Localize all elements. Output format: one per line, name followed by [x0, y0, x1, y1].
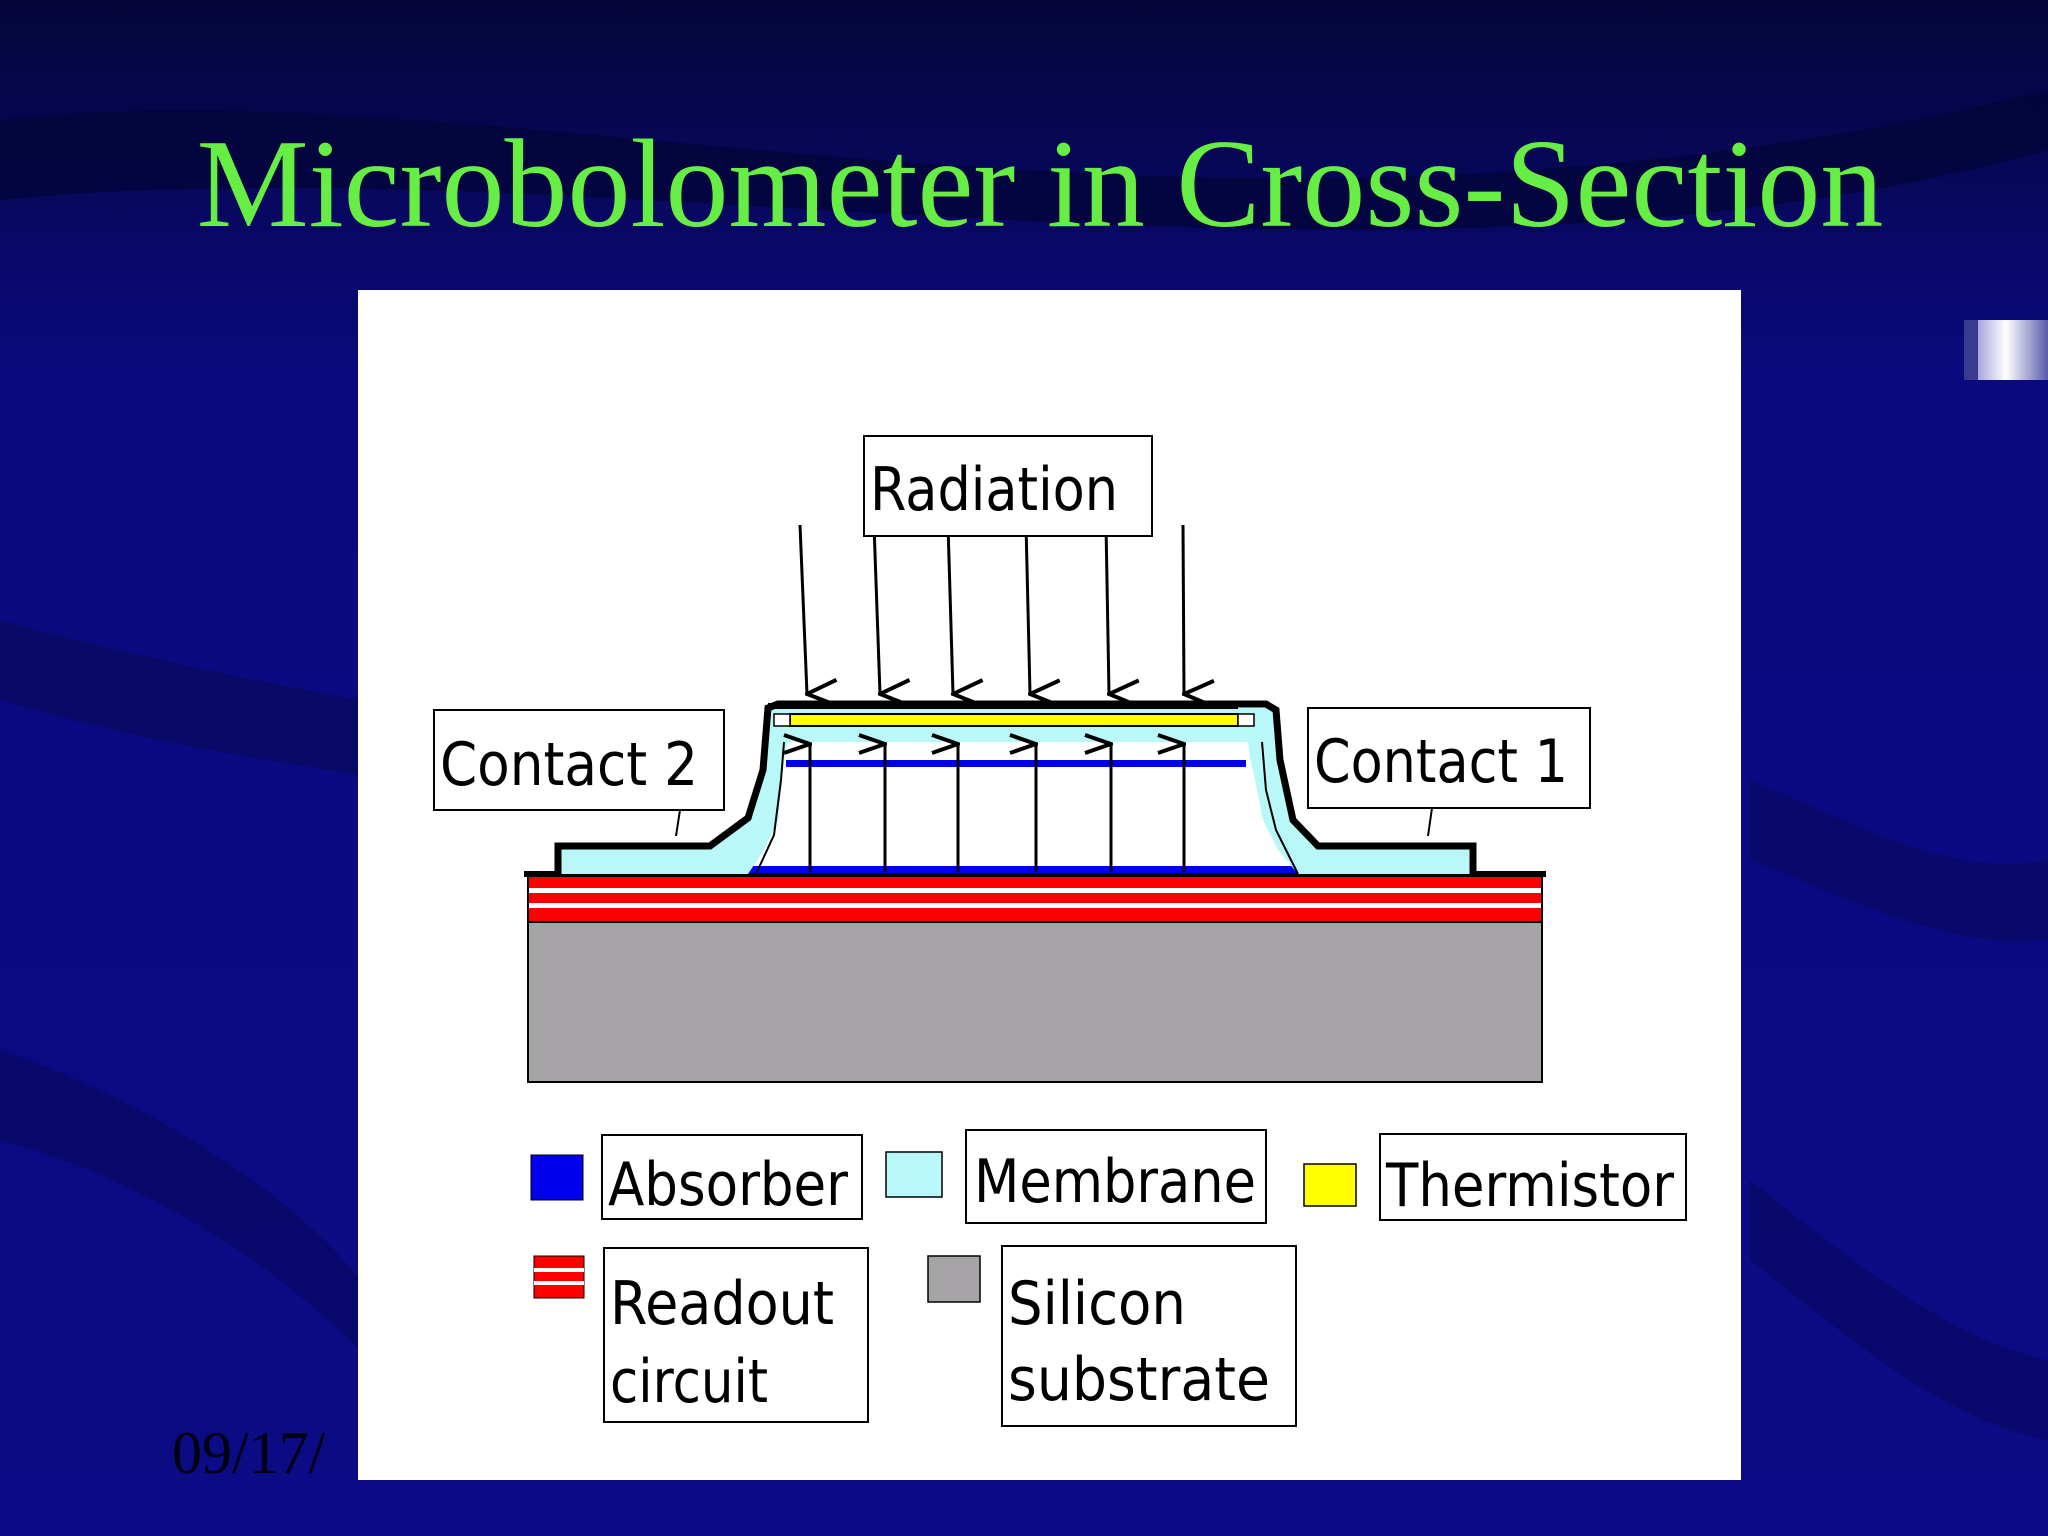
radiation-arrow: [1024, 524, 1030, 694]
silicon-substrate-layer: [527, 921, 1543, 1083]
radiation-arrow: [1104, 524, 1109, 694]
thermistor-label: Thermistor: [1385, 1151, 1674, 1221]
contact-pad-left: [773, 713, 791, 727]
absorber-bottom-layer: [738, 866, 1298, 873]
readout-circuit-label-box: [603, 1247, 869, 1423]
thermistor-swatch: [1303, 1163, 1357, 1207]
membrane-swatch: [885, 1151, 943, 1198]
silicon-substrate-label-line-2: substrate: [1008, 1345, 1270, 1415]
radiation-arrow: [1181, 524, 1184, 694]
contact-2-label: Contact 2: [440, 730, 698, 800]
slide-title: Microbolometer in Cross-Section: [196, 115, 1884, 254]
absorber-label: Absorber: [608, 1150, 848, 1220]
contact-1-label: Contact 1: [1314, 727, 1568, 797]
radiation-arrow: [798, 524, 807, 694]
readout-circuit-swatch: [533, 1255, 585, 1299]
radiation-label: Radiation: [870, 455, 1118, 525]
membrane-label-box: [965, 1129, 1267, 1224]
cross-section-diagram: Radiation Contact 2 Contact 1 Absorber M…: [358, 290, 1741, 1480]
contact-2-leader: [675, 809, 681, 837]
silicon-substrate-swatch: [927, 1255, 981, 1303]
contact-1-leader: [1427, 807, 1433, 837]
contact-2-label-box: [433, 709, 725, 811]
legend: Absorber Membrane Thermistor Readout cir…: [530, 1129, 1687, 1427]
thermistor-layer: [789, 713, 1239, 727]
silicon-substrate-label-line-1: Silicon: [1008, 1269, 1186, 1339]
radiation-arrow: [946, 524, 953, 694]
radiation-label-box: [863, 435, 1153, 537]
corner-tab-decoration: [1964, 320, 2048, 380]
membrane-label: Membrane: [974, 1147, 1256, 1217]
absorber-label-box: [601, 1134, 863, 1220]
readout-circuit-layer: [524, 871, 1546, 923]
absorber-swatch: [530, 1154, 584, 1201]
radiation-arrows: [798, 524, 1184, 694]
slide-date: 09/17/: [172, 1420, 326, 1486]
contact-1-label-box: [1307, 707, 1591, 809]
thermistor-label-box: [1379, 1133, 1687, 1221]
absorber-top-layer: [786, 760, 1246, 767]
readout-circuit-label-line-2: circuit: [610, 1347, 768, 1417]
contact-pad-right: [1237, 713, 1255, 727]
silicon-substrate-label-box: [1001, 1245, 1297, 1427]
radiation-arrow: [872, 524, 880, 694]
membrane-inner-outline: [755, 741, 1299, 875]
readout-circuit-label-line-1: Readout: [610, 1269, 834, 1339]
reflected-arrows: [810, 744, 1184, 872]
